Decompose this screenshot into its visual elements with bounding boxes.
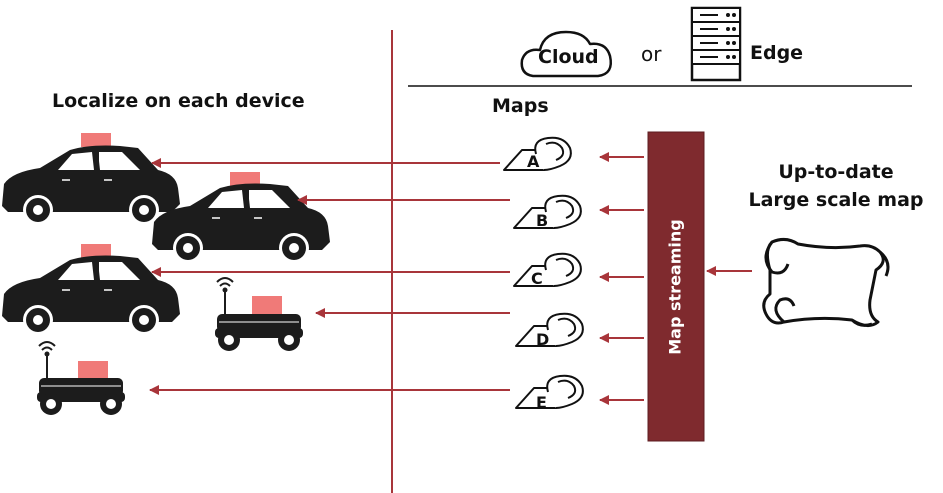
large-map-title-line2: Large scale map xyxy=(748,189,924,211)
sensor-marker xyxy=(81,133,111,147)
map-label-b: B xyxy=(536,211,548,230)
cloud-label: Cloud xyxy=(538,46,599,68)
map-d xyxy=(515,312,584,347)
large-scroll-icon xyxy=(762,237,890,327)
map-streaming-block xyxy=(647,131,705,442)
or-label: or xyxy=(641,42,662,66)
maps-heading: Maps xyxy=(492,95,549,117)
vehicle-car-a xyxy=(1,133,181,226)
map-scroll-icon xyxy=(515,374,584,409)
vehicle-robot-d xyxy=(214,277,304,352)
map-scroll-icon xyxy=(513,252,582,287)
map-e xyxy=(515,374,584,409)
robot-icon xyxy=(36,341,126,416)
map-streaming-label: Map streaming xyxy=(666,219,685,354)
edge-label: Edge xyxy=(750,42,804,64)
map-label-a: A xyxy=(527,152,540,171)
car-icon xyxy=(1,254,181,336)
sensor-marker xyxy=(78,361,108,379)
vehicle-robot-e xyxy=(36,341,126,416)
left-heading: Localize on each device xyxy=(52,90,305,112)
sensor-marker xyxy=(81,244,111,258)
car-icon xyxy=(1,144,181,226)
map-label-c: C xyxy=(531,269,543,288)
vehicle-car-c xyxy=(1,244,181,336)
large-map-title-line1: Up-to-date xyxy=(778,161,894,183)
sensor-marker xyxy=(230,172,260,186)
map-scroll-icon xyxy=(515,312,584,347)
cloud-icon xyxy=(520,30,612,78)
robot-icon xyxy=(214,277,304,352)
sensor-marker xyxy=(252,296,282,314)
map-c xyxy=(513,252,582,287)
large-map-title: Up-to-date Large scale map xyxy=(730,158,942,214)
map-label-e: E xyxy=(536,393,547,412)
server-icon xyxy=(690,6,742,82)
map-label-d: D xyxy=(536,330,549,349)
vehicle-car-b xyxy=(151,172,331,264)
